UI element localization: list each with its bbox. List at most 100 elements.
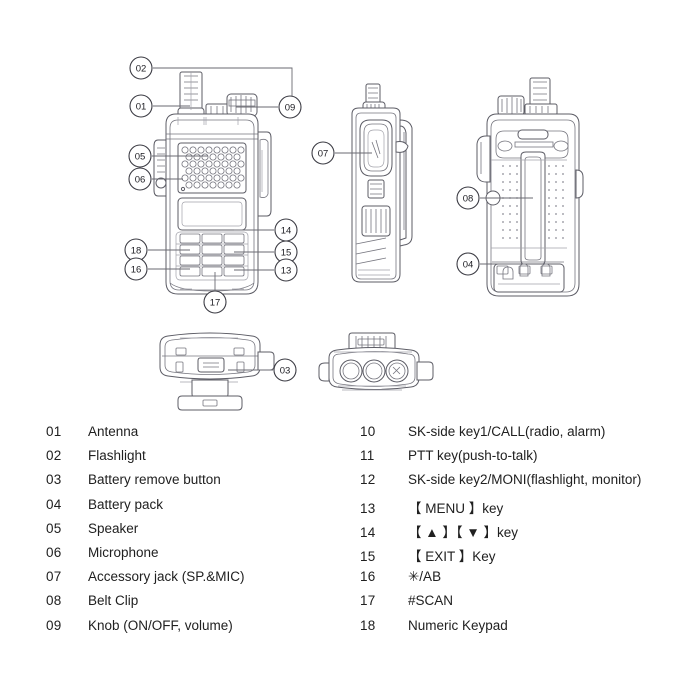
legend-item: 16 ✳/AB [360,569,690,593]
legend-number: 18 [360,617,376,633]
legend-item: 13 【 MENU 】key [360,497,690,521]
svg-text:17: 17 [210,298,221,309]
side-keys [361,205,391,237]
battery-pack [492,261,565,293]
legend-number: 11 [360,448,375,464]
legend-number: 03 [46,472,62,488]
legend-item: 04 Battery pack [46,497,356,521]
callout-05[interactable]: 05 [128,144,152,168]
svg-text:14: 14 [281,226,292,237]
callout-18[interactable]: 18 [124,238,148,262]
svg-text:16: 16 [131,265,142,276]
bottom-view [159,332,275,411]
legend-number: 10 [360,424,376,439]
callout-17[interactable]: 17 [203,290,227,314]
accessory-jack-port [367,179,385,199]
svg-text:08: 08 [463,194,474,205]
legend-item: 08 Belt Clip [46,593,356,617]
callout-leaders [148,67,533,371]
microphone-hole [180,186,186,192]
svg-text:01: 01 [136,102,147,113]
legend-number: 12 [360,472,376,488]
legend-item: 11 PTT key(push-to-talk) [360,448,690,472]
legend-number: 07 [46,569,62,585]
callout-06[interactable]: 06 [128,167,152,191]
top-view [318,332,434,391]
legend-item: 06 Microphone [46,545,356,569]
accessory-jack-cover [359,119,393,177]
lcd-display [177,197,247,231]
svg-text:05: 05 [135,152,146,163]
callout-14[interactable]: 14 [274,218,298,242]
legend-number: 13 [360,500,376,516]
belt-clip-arm [395,119,413,247]
callout-16[interactable]: 16 [124,257,148,281]
svg-text:18: 18 [131,246,142,257]
legend-number: 01 [46,424,62,439]
legend-item: 09 Knob (ON/OFF, volume) [46,618,356,642]
callout-08[interactable]: 08 [456,186,480,210]
legend-number: 06 [46,544,62,560]
legend-label: 【 ▲ 】【 ▼ 】key [408,524,518,540]
legend-label: Knob (ON/OFF, volume) [88,617,233,633]
legend-number: 05 [46,520,62,536]
svg-text:03: 03 [280,366,291,377]
legend-column-left: 01 Antenna 02 Flashlight 03 Battery remo… [46,424,356,642]
radio-views-illustration: .ln{fill:none;stroke:#5d5d66;stroke-widt… [124,56,584,411]
callout-bubbles: 02 01 09 05 06 18 16 14 15 13 17 07 08 0… [124,56,480,382]
svg-text:13: 13 [281,266,292,277]
legend-label: Belt Clip [88,593,139,609]
legend-number: 02 [46,448,62,464]
legend-number: 16 [360,569,376,585]
svg-text:04: 04 [463,260,474,271]
rear-top-detail [495,129,569,159]
front-view [153,71,272,295]
callout-01[interactable]: 01 [129,94,153,118]
legend-label: Numeric Keypad [408,617,508,633]
legend-label: SK-side key2/MONI(flashlight, monitor) [408,472,642,488]
legend-column-right: 10 SK-side key1/CALL(radio, alarm) 11 PT… [360,424,690,642]
legend-number: 15 [360,548,376,564]
callout-03[interactable]: 03 [273,358,297,382]
svg-text:15: 15 [281,248,292,259]
legend-item: 12 SK-side key2/MONI(flashlight, monitor… [360,472,690,496]
legend-label: Antenna [88,424,139,439]
legend-label: Accessory jack (SP.&MIC) [88,569,245,585]
callout-07[interactable]: 07 [311,141,335,165]
legend-label: Microphone [88,544,159,560]
legend-item: 15 【 EXIT 】Key [360,545,690,569]
legend-label: 【 EXIT 】Key [408,548,496,564]
svg-text:07: 07 [318,149,329,160]
legend-label: Battery remove button [88,472,221,488]
battery-remove-button [197,357,225,373]
speaker-grille [177,142,247,194]
rear-texture [491,159,567,249]
legend-item: 03 Battery remove button [46,472,356,496]
callout-02[interactable]: 02 [129,56,153,80]
legend-number: 17 [360,593,376,609]
diagram-area: .ln{fill:none;stroke:#5d5d66;stroke-widt… [124,56,584,411]
legend-number: 04 [46,496,62,512]
legend-item: 17 #SCAN [360,593,690,617]
side-view [351,83,413,283]
legend-item: 18 Numeric Keypad [360,618,690,642]
callout-04[interactable]: 04 [456,252,480,276]
legend-item: 02 Flashlight [46,448,356,472]
legend-label: SK-side key1/CALL(radio, alarm) [408,424,606,439]
legend-number: 09 [46,617,62,633]
svg-text:02: 02 [136,64,147,75]
antenna-part [177,71,205,118]
legend-number: 14 [360,524,376,540]
legend-item: 01 Antenna [46,424,356,448]
legend-item: 07 Accessory jack (SP.&MIC) [46,569,356,593]
legend-label: Battery pack [88,496,164,512]
parts-legend: 01 Antenna 02 Flashlight 03 Battery remo… [0,424,700,700]
legend-number: 08 [46,593,62,609]
legend-label: Speaker [88,520,139,536]
callout-13[interactable]: 13 [274,258,298,282]
callout-09[interactable]: 09 [278,95,302,119]
legend-label: Flashlight [88,448,146,464]
rear-view [476,77,584,297]
svg-text:09: 09 [285,103,296,114]
legend-label: ✳/AB [408,569,442,585]
